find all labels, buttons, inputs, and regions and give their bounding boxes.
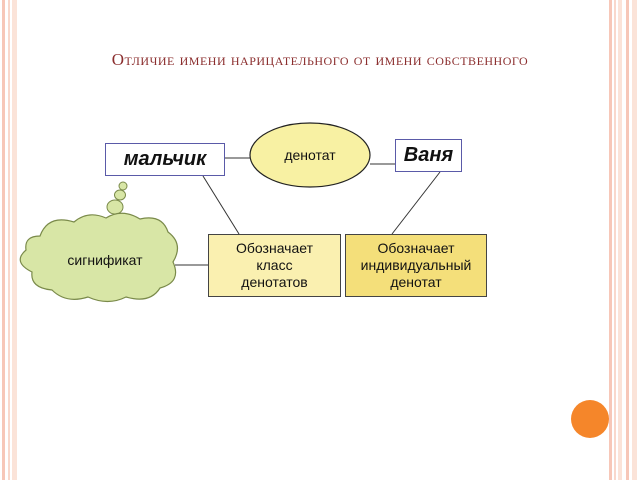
denotation-ellipse: [249, 122, 371, 188]
common-meaning-box: Обозначает класс денотатов: [208, 234, 341, 297]
proper-noun-box: Ваня: [395, 139, 462, 172]
denotation-label: денотат: [284, 147, 336, 163]
accent-circle: [571, 400, 609, 438]
slide-title: Отличие имени нарицательного от имени со…: [111, 50, 529, 69]
connector-proper-to-meaning: [391, 171, 441, 235]
significate-label: сигнификат: [67, 252, 143, 268]
thought-bubble-medium: [114, 189, 126, 201]
proper-meaning-box: Обозначает индивидуальный денотат: [345, 234, 487, 297]
common-noun-label: мальчик: [123, 148, 207, 170]
common-meaning-label: Обозначает класс денотатов: [236, 240, 313, 290]
proper-noun-label: Ваня: [403, 144, 454, 166]
proper-meaning-label: Обозначает индивидуальный денотат: [360, 240, 472, 290]
common-noun-box: мальчик: [105, 143, 225, 176]
significate-cloud: [19, 212, 179, 303]
connector-common-to-meaning: [202, 175, 240, 235]
thought-bubble-large: [106, 199, 124, 215]
thought-bubble-small: [118, 181, 128, 191]
